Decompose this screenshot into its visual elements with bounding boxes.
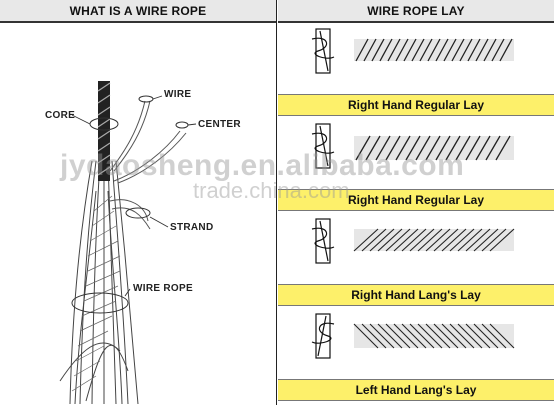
- core-label: CORE: [45, 110, 76, 121]
- lay-illustration: [278, 21, 554, 96]
- lay-row: Right Hand Lang's Lay: [278, 211, 554, 306]
- wire-label: WIRE: [164, 89, 192, 100]
- lay-caption: Right Hand Lang's Lay: [278, 284, 554, 306]
- wire-rope-illustration: [59, 81, 197, 405]
- wire-rope-lay-panel: WIRE ROPE LAY: [278, 0, 554, 405]
- center-label: CENTER: [198, 119, 241, 130]
- lay-caption: Right Hand Regular Lay: [278, 189, 554, 211]
- lay-caption: Left Hand Lang's Lay: [278, 379, 554, 401]
- right-panel-header: WIRE ROPE LAY: [278, 0, 554, 23]
- rope-diagram: [311, 218, 515, 264]
- lay-row: Right Hand Regular Lay: [278, 21, 554, 116]
- rope-diagram: [311, 313, 515, 359]
- watermark-domain: jydaosheng.en.alibaba.com: [60, 149, 465, 182]
- strand-label: STRAND: [170, 222, 214, 233]
- lay-caption: Right Hand Regular Lay: [278, 94, 554, 116]
- left-panel-header: WHAT IS A WIRE ROPE: [0, 0, 276, 23]
- lay-row: Left Hand Lang's Lay: [278, 306, 554, 401]
- watermark-site: trade.china.com: [193, 178, 350, 203]
- wire-rope-label: WIRE ROPE: [133, 283, 193, 294]
- lay-illustration: [278, 116, 554, 191]
- wire-rope-anatomy-panel: WHAT IS A WIRE ROPE: [0, 0, 277, 405]
- lay-illustration: [278, 306, 554, 381]
- lay-row: Right Hand Regular Lay: [278, 116, 554, 211]
- lay-illustration: [278, 211, 554, 286]
- rope-diagram: [311, 123, 514, 169]
- rope-diagram: [311, 28, 514, 74]
